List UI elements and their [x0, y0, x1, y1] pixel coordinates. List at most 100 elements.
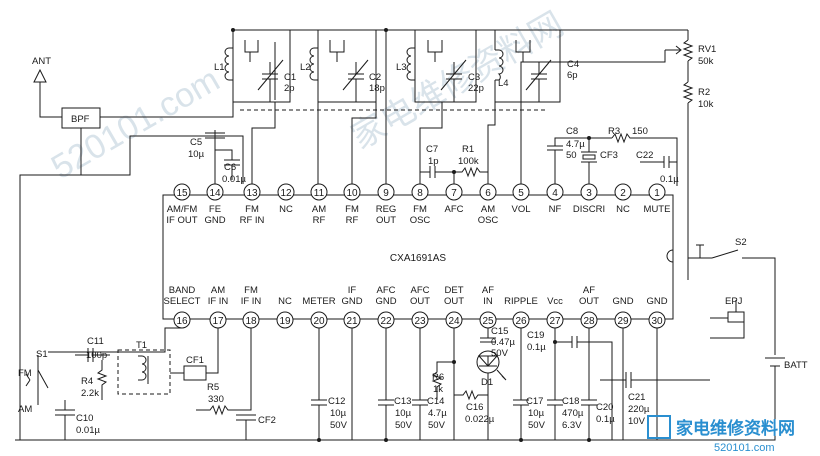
pin-number: 12: [280, 188, 292, 199]
c16-network: [454, 389, 488, 401]
c15-value-1: 0.47µ: [491, 337, 515, 348]
c4-tuning-arrow: [525, 59, 552, 91]
det-network: R6 1k C16 0.022µ C15 0.47µ 50V D1: [431, 326, 515, 440]
r5-label: R5: [207, 382, 219, 393]
c22-cap: [640, 156, 677, 168]
pin-label: MUTE: [644, 204, 671, 215]
c1-plates: [262, 73, 278, 80]
c14-cap: C14 4.7µ 50V: [412, 328, 447, 440]
c7-r1: C7 1p R1 100k: [420, 144, 488, 184]
pin-number: 21: [346, 316, 358, 327]
pin-label: FM: [244, 285, 258, 296]
s1-arrow: [25, 373, 31, 387]
c11-cap: [75, 348, 110, 362]
r4-label: R4: [81, 376, 93, 387]
junction-dot: [587, 438, 591, 442]
c20-label: C20: [596, 402, 613, 413]
junction-dot: [384, 438, 388, 442]
bpf-label: BPF: [71, 114, 90, 125]
pin-label: FM: [413, 204, 427, 215]
d1-label: D1: [481, 377, 493, 388]
c21-value-2: 10V: [628, 416, 646, 427]
c13-value-2: 50V: [395, 420, 413, 431]
pin-label: REG: [376, 204, 397, 215]
c10-label: C10: [76, 413, 93, 424]
cf3-label: CF3: [600, 150, 618, 161]
c14-value-2: 50V: [428, 420, 446, 431]
pin-number: 24: [448, 316, 460, 327]
tank-1-frame: [232, 30, 291, 103]
rv1-resistor: [682, 39, 694, 62]
rv1-label: RV1: [698, 44, 716, 55]
pin-number: 2: [620, 188, 626, 199]
pin-label: IF IN: [208, 296, 229, 307]
c14-plates: [412, 328, 428, 440]
r5-resistor: [196, 328, 252, 416]
pin-label: GND: [204, 215, 225, 226]
pin-label: OUT: [444, 296, 464, 307]
antenna-bpf: ANT BPF: [32, 30, 244, 184]
c13-value-1: 10µ: [395, 408, 412, 419]
c2-value: 18p: [369, 83, 385, 94]
c22-value: 0.1µ: [660, 174, 679, 185]
cf3-filter: [581, 138, 597, 184]
s2-label: S2: [735, 237, 747, 248]
r6-value: 1k: [433, 384, 443, 395]
pin-number: 27: [549, 316, 561, 327]
c8-value-2: 50: [566, 150, 577, 161]
pin-number: 22: [380, 316, 392, 327]
c12-plates: [311, 328, 327, 440]
c17-plates: [513, 328, 529, 440]
c1-label: C1: [284, 72, 296, 83]
am-label: AM: [18, 404, 32, 415]
pin-label: FM: [245, 204, 259, 215]
pin-number: 17: [212, 316, 224, 327]
pin-label: OSC: [478, 215, 499, 226]
d1-light-arrow: [496, 369, 507, 381]
r4-value: 2.2k: [81, 388, 99, 399]
c6-label: C6: [224, 162, 236, 173]
bpf-to-tank: [100, 30, 234, 118]
pin-label: AM: [481, 204, 495, 215]
r6-resistor: [431, 328, 455, 400]
pin-12: [277, 183, 295, 201]
c17-value-2: 50V: [528, 420, 546, 431]
c6-value: 0.01µ: [222, 174, 246, 185]
c10-cap: C10 0.01µ: [55, 400, 100, 440]
c1-value: 2p: [284, 83, 295, 94]
l2-c2-tank: L2 C2 18p: [300, 30, 385, 103]
chip-name: CXA1691AS: [390, 253, 446, 264]
c18-c20: C18 470µ 6.3V C20 0.1µ: [547, 328, 615, 440]
c8-value-1: 4.7µ: [566, 139, 585, 150]
pin-label: RF: [313, 215, 326, 226]
c15-label: C15: [491, 326, 508, 337]
c21-plates: [600, 372, 710, 388]
l4-coil: [495, 49, 504, 81]
pin-number: 8: [417, 188, 423, 199]
pin-label: AF: [583, 285, 595, 296]
c17-value-1: 10µ: [528, 408, 545, 419]
s1-band-switch: S1 FM AM: [18, 327, 182, 415]
c4-value: 6p: [567, 70, 578, 81]
pin-label: IF OUT: [166, 215, 197, 226]
wire-to-pin-8: [419, 102, 443, 184]
pin-label: RF IN: [240, 215, 265, 226]
pin-label: AFC: [411, 285, 430, 296]
pin-number: 13: [246, 188, 258, 199]
r2-value: 10k: [698, 99, 714, 110]
pin-number: 26: [515, 316, 527, 327]
r1-resistor: [454, 166, 488, 178]
c15-value-2: 50V: [491, 348, 509, 359]
tank-4-frame: [494, 30, 561, 103]
rv1-wiper: [665, 45, 682, 55]
pin-label: RF: [346, 215, 359, 226]
junction-dot: [452, 170, 456, 174]
pin-label: DET: [445, 285, 464, 296]
pin-label: Vcc: [547, 296, 563, 307]
pin-label: GND: [612, 296, 633, 307]
pin-label: RIPPLE: [504, 296, 538, 307]
c3-label: C3: [468, 72, 480, 83]
c21-value-1: 220µ: [628, 404, 650, 415]
r3-value: 150: [632, 126, 648, 137]
c3-tuning-arrow: [440, 59, 467, 91]
